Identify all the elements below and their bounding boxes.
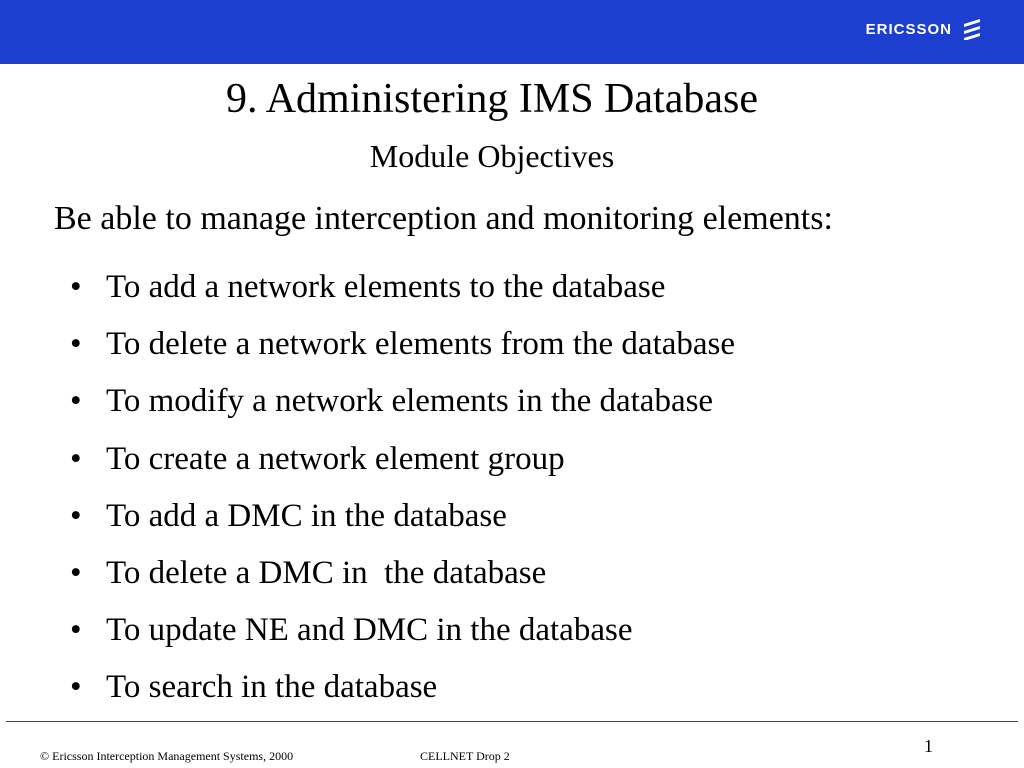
list-item: • To modify a network elements in the da… <box>70 378 735 435</box>
bullet-icon: • <box>70 326 82 363</box>
list-item-text: To add a DMC in the database <box>106 497 507 534</box>
bullet-icon: • <box>70 440 82 477</box>
list-item-text: To modify a network elements in the data… <box>106 383 714 420</box>
header-band: ERICSSON <box>0 0 1024 64</box>
footer-course-name: CELLNET Drop 2 <box>420 749 510 763</box>
list-item-text: To delete a DMC in the database <box>106 554 547 591</box>
list-item: • To add a network elements to the datab… <box>70 264 735 321</box>
list-item: • To delete a network elements from the … <box>70 321 735 378</box>
list-item-text: To create a network element group <box>106 440 565 477</box>
list-item: • To add a DMC in the database <box>70 493 735 550</box>
bullet-icon: • <box>70 497 82 534</box>
ericsson-wave-icon <box>964 19 980 40</box>
list-item: • To delete a DMC in the database <box>70 550 735 607</box>
list-item-text: To search in the database <box>106 669 438 706</box>
brand-name: ERICSSON <box>865 20 952 38</box>
list-item: • To create a network element group <box>70 436 735 493</box>
slide-subtitle: Module Objectives <box>369 138 615 174</box>
ericsson-logo: ERICSSON <box>866 18 982 40</box>
page-number: 1 <box>924 736 933 756</box>
objectives-list: • To add a network elements to the datab… <box>70 264 735 722</box>
list-item: • To search in the database <box>70 664 735 721</box>
list-item-text: To update NE and DMC in the database <box>106 612 633 649</box>
bullet-icon: • <box>70 269 82 305</box>
intro-text: Be able to manage interception and monit… <box>54 200 833 237</box>
bullet-icon: • <box>70 669 82 706</box>
slide-title: 9. Administering IMS Database <box>226 76 758 122</box>
list-item-text: To add a network elements to the databas… <box>106 269 666 305</box>
list-item: • To update NE and DMC in the database <box>70 607 735 664</box>
bullet-icon: • <box>70 612 82 649</box>
footer-divider <box>6 721 1018 722</box>
footer-copyright: © Ericsson Interception Management Syste… <box>40 749 294 763</box>
list-item-text: To delete a network elements from the da… <box>106 326 736 363</box>
bullet-icon: • <box>70 554 82 591</box>
bullet-icon: • <box>70 383 82 420</box>
